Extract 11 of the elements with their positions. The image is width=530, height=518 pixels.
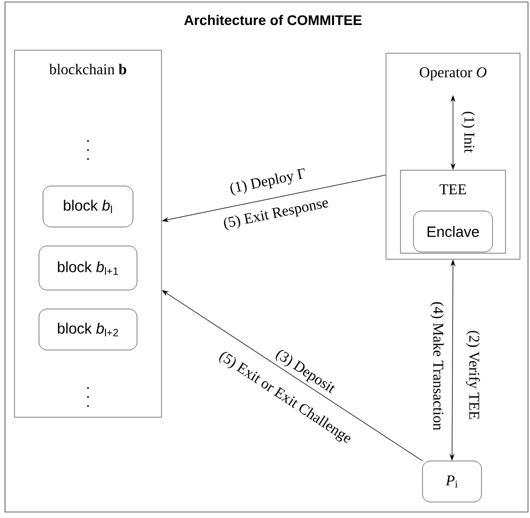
rounded-box: block b$_{l}$ <box>42 186 134 228</box>
title: Architecture of COMMITEE <box>184 14 362 26</box>
step-label: (4) Make Transaction <box>430 302 444 430</box>
rounded-box: P$_{i}$ <box>422 460 482 502</box>
rounded-box: block b$_{l+2}$ <box>38 308 138 350</box>
rounded-box: Enclave <box>413 210 493 252</box>
edge-label: (1) Init <box>461 112 475 153</box>
rounded-box: block b$_{l+1}$ <box>38 246 138 290</box>
edge-label: (1) Deploy Γ <box>230 168 305 196</box>
step-label: (5) Exit Response <box>224 200 328 230</box>
edge-label: (2) Verify TEE <box>466 330 480 420</box>
